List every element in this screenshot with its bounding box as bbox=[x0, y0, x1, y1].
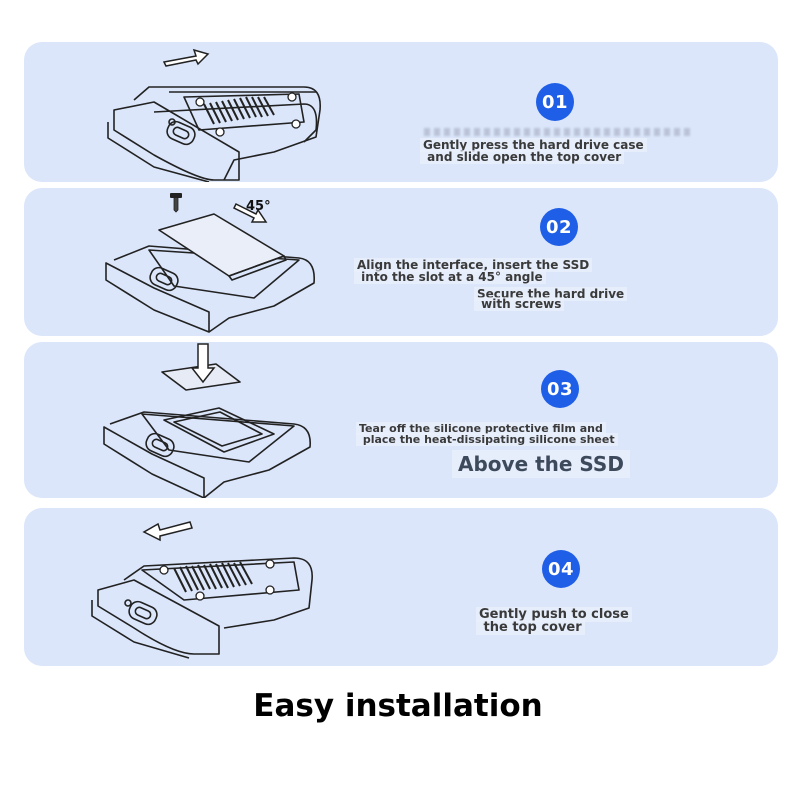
step-panel-01: 01 Gently press the hard drive case and … bbox=[24, 42, 778, 182]
page-title: Easy installation bbox=[253, 688, 543, 724]
step-text-line: and slide open the top cover bbox=[420, 150, 625, 164]
screw-icon bbox=[170, 193, 182, 213]
step-text-line: Align the interface, insert the SSD bbox=[354, 258, 593, 272]
slide-arrow-icon bbox=[142, 521, 193, 542]
step-panel-03: 03 Tear off the silicone protective film… bbox=[24, 342, 778, 498]
step-text-line: Gently press the hard drive case bbox=[420, 138, 647, 152]
step-number-badge: 01 bbox=[536, 83, 574, 121]
slide-arrow-icon bbox=[232, 202, 268, 223]
step-emphasis-text: Above the SSD bbox=[452, 450, 630, 478]
hard-drive-enclosure-icon bbox=[103, 343, 311, 498]
step-panel-04: 04 Gently push to close the top cover bbox=[24, 508, 778, 666]
step-text-line: with screws bbox=[474, 297, 565, 311]
down-arrow-icon bbox=[190, 343, 216, 384]
step-text-line: place the heat-dissipating silicone shee… bbox=[356, 433, 618, 446]
step-text-line: Tear off the silicone protective film an… bbox=[356, 422, 606, 435]
step-number-badge: 02 bbox=[540, 208, 578, 246]
hard-drive-enclosure-icon bbox=[91, 521, 313, 659]
angle-label: 45° bbox=[246, 199, 271, 214]
step-number-badge: 04 bbox=[542, 550, 580, 588]
hard-drive-enclosure-icon: 45° bbox=[105, 193, 316, 333]
step-text-line: Gently push to close bbox=[476, 607, 632, 622]
step-panel-02: 45° 02 Align the interface, insert the S… bbox=[24, 188, 778, 336]
step-text-line: into the slot at a 45° angle bbox=[354, 270, 546, 284]
hard-drive-enclosure-icon bbox=[107, 48, 321, 182]
step-number-badge: 03 bbox=[541, 370, 579, 408]
slide-arrow-icon bbox=[162, 48, 210, 67]
step-text-line: the top cover bbox=[476, 620, 585, 635]
